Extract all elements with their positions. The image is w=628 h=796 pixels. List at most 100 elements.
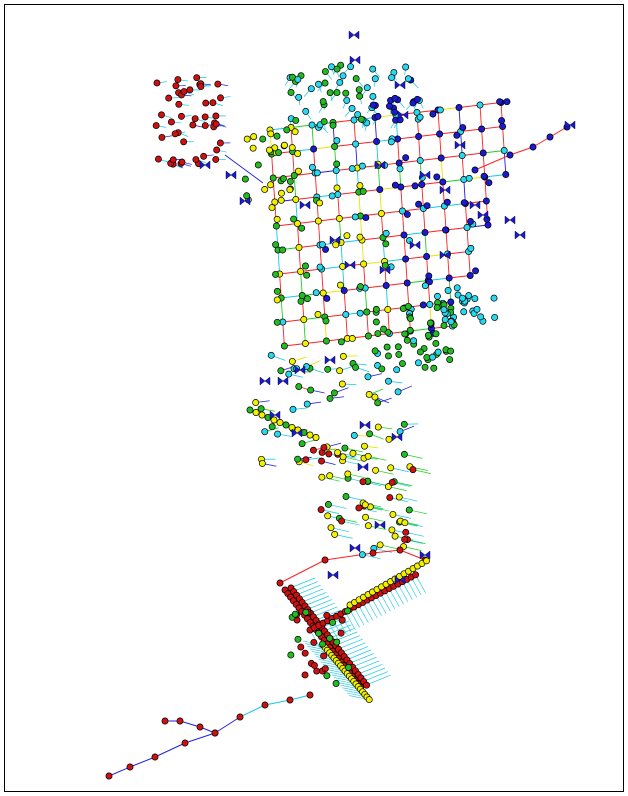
junction-node[interactable] bbox=[374, 112, 382, 120]
bowtie-valve-icon[interactable] bbox=[374, 520, 386, 530]
junction-node[interactable] bbox=[320, 118, 328, 126]
junction-node[interactable] bbox=[283, 126, 291, 134]
pipe[interactable] bbox=[214, 716, 241, 734]
bowtie-valve-icon[interactable] bbox=[514, 230, 526, 240]
junction-node[interactable] bbox=[191, 115, 199, 123]
junction-node[interactable] bbox=[267, 130, 275, 138]
junction-node[interactable] bbox=[434, 348, 442, 356]
pipe[interactable] bbox=[305, 340, 327, 344]
pipe[interactable] bbox=[321, 268, 324, 294]
junction-node[interactable] bbox=[398, 207, 406, 215]
junction-node[interactable] bbox=[151, 753, 159, 761]
junction-node[interactable] bbox=[276, 419, 284, 426]
junction-node[interactable] bbox=[400, 231, 408, 239]
junction-node[interactable] bbox=[426, 319, 434, 327]
junction-node[interactable] bbox=[355, 504, 363, 512]
junction-node[interactable] bbox=[330, 389, 338, 397]
pipe[interactable] bbox=[326, 338, 348, 342]
junction-node[interactable] bbox=[423, 253, 431, 260]
junction-node[interactable] bbox=[261, 701, 269, 709]
pipe[interactable] bbox=[334, 143, 356, 147]
junction-node[interactable] bbox=[216, 139, 224, 147]
junction-node[interactable] bbox=[343, 96, 351, 104]
junction-node[interactable] bbox=[333, 89, 341, 97]
junction-node[interactable] bbox=[193, 74, 201, 82]
junction-node[interactable] bbox=[433, 173, 441, 181]
junction-node[interactable] bbox=[302, 456, 310, 464]
junction-node[interactable] bbox=[339, 72, 347, 80]
junction-node[interactable] bbox=[371, 347, 379, 355]
pipe[interactable] bbox=[418, 136, 421, 161]
junction-node[interactable] bbox=[338, 380, 346, 388]
junction-node[interactable] bbox=[319, 289, 327, 297]
junction-node[interactable] bbox=[446, 356, 454, 363]
bowtie-valve-icon[interactable] bbox=[391, 432, 403, 442]
pipe[interactable] bbox=[314, 172, 318, 198]
junction-node[interactable] bbox=[315, 80, 322, 88]
junction-node[interactable] bbox=[340, 287, 348, 294]
junction-node[interactable] bbox=[318, 473, 326, 481]
junction-node[interactable] bbox=[310, 145, 318, 153]
junction-node[interactable] bbox=[546, 133, 554, 141]
junction-node[interactable] bbox=[217, 94, 224, 102]
pipe[interactable] bbox=[282, 319, 304, 323]
pipe[interactable] bbox=[407, 280, 429, 284]
junction-node[interactable] bbox=[460, 308, 468, 316]
junction-node[interactable] bbox=[167, 118, 175, 126]
junction-node[interactable] bbox=[387, 464, 395, 472]
junction-node[interactable] bbox=[202, 99, 210, 107]
pipe[interactable] bbox=[355, 143, 358, 169]
junction-node[interactable] bbox=[407, 315, 414, 323]
junction-node[interactable] bbox=[384, 483, 392, 491]
junction-node[interactable] bbox=[423, 202, 431, 210]
junction-node[interactable] bbox=[432, 340, 440, 347]
junction-node[interactable] bbox=[467, 244, 475, 252]
pipe[interactable] bbox=[397, 138, 400, 164]
junction-node[interactable] bbox=[384, 306, 392, 313]
pipe[interactable] bbox=[403, 234, 407, 260]
pipe[interactable] bbox=[384, 258, 406, 262]
junction-node[interactable] bbox=[295, 167, 302, 175]
junction-node[interactable] bbox=[371, 75, 379, 83]
pipe[interactable] bbox=[418, 133, 440, 137]
junction-node[interactable] bbox=[413, 109, 421, 116]
pipe[interactable] bbox=[294, 172, 316, 176]
junction-node[interactable] bbox=[472, 267, 480, 275]
pipe[interactable] bbox=[323, 290, 345, 294]
junction-node[interactable] bbox=[287, 651, 295, 659]
junction-node[interactable] bbox=[334, 449, 341, 456]
pipe[interactable] bbox=[397, 136, 419, 140]
pipe[interactable] bbox=[338, 218, 342, 243]
junction-node[interactable] bbox=[382, 282, 390, 289]
junction-node[interactable] bbox=[126, 763, 134, 771]
junction-node[interactable] bbox=[302, 107, 310, 115]
pipe[interactable] bbox=[381, 210, 403, 214]
pipe[interactable] bbox=[321, 266, 343, 270]
junction-node[interactable] bbox=[476, 101, 484, 109]
junction-node[interactable] bbox=[416, 348, 424, 356]
pipe[interactable] bbox=[342, 266, 345, 291]
junction-node[interactable] bbox=[389, 510, 397, 518]
junction-node[interactable] bbox=[324, 501, 332, 508]
pipe[interactable] bbox=[440, 157, 444, 183]
junction-node[interactable] bbox=[158, 111, 165, 119]
bowtie-valve-icon[interactable] bbox=[294, 365, 306, 375]
junction-node[interactable] bbox=[388, 526, 396, 534]
junction-node[interactable] bbox=[354, 111, 362, 118]
junction-node[interactable] bbox=[411, 182, 419, 190]
pipe[interactable] bbox=[292, 151, 295, 176]
junction-node[interactable] bbox=[332, 167, 340, 174]
pipe[interactable] bbox=[279, 273, 282, 299]
pipe[interactable] bbox=[284, 343, 306, 347]
junction-node[interactable] bbox=[381, 261, 389, 269]
junction-node[interactable] bbox=[440, 306, 448, 314]
junction-node[interactable] bbox=[197, 83, 205, 90]
junction-node[interactable] bbox=[405, 506, 413, 514]
junction-node[interactable] bbox=[386, 494, 394, 502]
junction-node[interactable] bbox=[400, 450, 408, 458]
junction-node[interactable] bbox=[295, 93, 303, 101]
junction-node[interactable] bbox=[350, 116, 358, 124]
junction-node[interactable] bbox=[356, 309, 364, 317]
junction-node[interactable] bbox=[302, 608, 310, 616]
junction-node[interactable] bbox=[178, 158, 186, 166]
